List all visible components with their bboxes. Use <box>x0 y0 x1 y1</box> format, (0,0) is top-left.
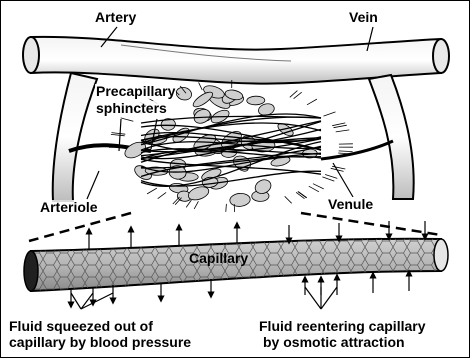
tissue-fiber <box>322 177 334 181</box>
tissue-fiber <box>121 118 134 121</box>
venule-vessel <box>321 75 414 199</box>
tissue-fiber <box>336 130 350 132</box>
tissue-fiber <box>194 201 198 209</box>
vein-label: Vein <box>349 10 378 25</box>
tissue-fiber <box>324 112 336 116</box>
tissue-fiber <box>158 192 166 198</box>
tissue-fiber <box>199 82 203 90</box>
tissue-fiber <box>111 134 125 135</box>
tissue-fiber <box>226 204 227 212</box>
fluid-in-label-line1: Fluid reentering capillary <box>259 319 426 334</box>
arteriole-label: Arteriole <box>39 200 99 215</box>
artery-label: Artery <box>95 10 136 25</box>
tissue-fiber <box>285 196 292 203</box>
tissue-cell <box>247 96 265 105</box>
tissue-fiber <box>334 125 347 128</box>
tissue-fiber <box>307 99 317 105</box>
precapillary-label-line2: sphincters <box>95 101 168 116</box>
fluid-in-label-line2: by osmotic attraction <box>263 335 405 350</box>
tissue-fiber <box>332 166 345 169</box>
tissue-fiber <box>313 184 324 189</box>
venule-label: Venule <box>327 197 374 212</box>
fluid-out-label-line2: capillary by blood pressure <box>9 335 191 350</box>
zoom-lines <box>29 213 441 241</box>
tissue-cell <box>229 193 250 208</box>
tissue-fiber <box>325 175 337 179</box>
tissue-fiber <box>332 123 345 126</box>
tissue-fiber <box>339 151 353 152</box>
fluid-out-label-line1: Fluid squeezed out of <box>9 319 153 334</box>
tissue-fiber <box>112 133 126 135</box>
capillary-label: Capillary <box>189 251 248 266</box>
capillary-strand <box>141 171 321 186</box>
tissue-cell <box>192 107 213 126</box>
precapillary-label-line1: Precapillary <box>95 84 176 99</box>
tissue-fiber <box>147 188 157 194</box>
tissue-fiber <box>309 186 319 192</box>
